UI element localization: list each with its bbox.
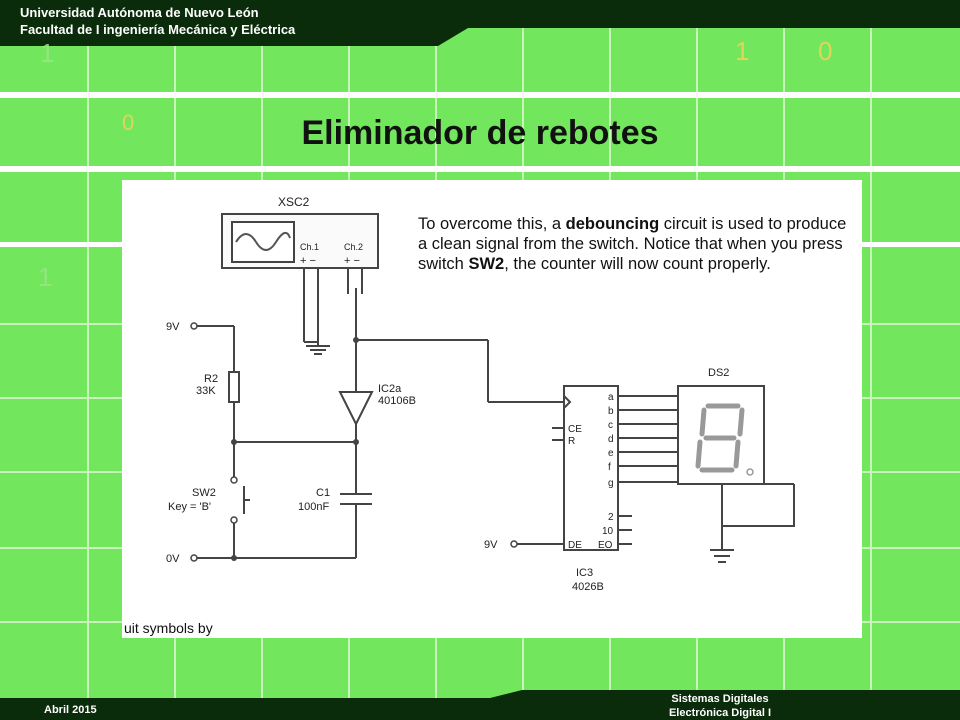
footer-course: Sistemas Digitales Electrónica Digital I <box>600 692 840 720</box>
label-c1: C1 <box>316 487 330 499</box>
label-ch2: Ch.2 <box>344 242 363 252</box>
label-ch1: Ch.1 <box>300 242 319 252</box>
note-part: circuit is used to produce a clean signa… <box>418 215 847 273</box>
label-plusminus: + − <box>344 255 360 267</box>
pin-label: d <box>608 434 614 445</box>
cutoff-caption: uit symbols by <box>124 620 213 636</box>
label-ic2a: IC2a <box>378 383 402 395</box>
label-sw2-key: Key = 'B' <box>168 501 211 513</box>
pin-label: b <box>608 406 614 417</box>
label-r2: R2 <box>204 373 218 385</box>
label-ds2: DS2 <box>708 367 729 379</box>
oscilloscope-screen <box>231 221 295 263</box>
note-bold: debouncing <box>565 215 660 233</box>
pin-label: f <box>608 462 611 473</box>
pin-label: 10 <box>602 526 614 537</box>
pin-label: c <box>608 420 613 431</box>
pin-label: g <box>608 478 614 489</box>
pin-label: EO <box>598 540 613 551</box>
label-ce: CE <box>568 424 582 435</box>
label-9v-b: 9V <box>484 539 498 551</box>
university-name: Universidad Autónoma de Nuevo León <box>20 5 259 20</box>
header-text: Universidad Autónoma de Nuevo León Facul… <box>20 4 295 38</box>
course-name: Sistemas Digitales <box>671 693 769 705</box>
label-ic3: IC3 <box>576 567 593 579</box>
footer-bar <box>0 690 960 720</box>
schmitt-inverter <box>338 391 374 427</box>
label-xsc: XSC2 <box>278 195 310 209</box>
bg-digit: 1 <box>735 36 750 66</box>
label-ic2a-part: 40106B <box>378 395 416 407</box>
note-part: , the counter will now count properly. <box>504 255 771 273</box>
header-bar <box>0 0 960 46</box>
bg-digit: 0 <box>818 36 833 66</box>
label-c1-value: 100nF <box>298 501 329 513</box>
label-r: R <box>568 436 575 447</box>
course-subname: Electrónica Digital I <box>668 707 772 719</box>
resistor-r2 <box>228 371 240 403</box>
label-sw2: SW2 <box>192 487 216 499</box>
label-0v: 0V <box>166 553 180 565</box>
label-de: DE <box>568 540 582 551</box>
pin-label: a <box>608 392 614 403</box>
footer-date: Abril 2015 <box>44 704 97 716</box>
faculty-name: Facultad de I ingeniería Mecánica y Eléc… <box>20 22 296 37</box>
label-r2-value: 33K <box>196 385 216 397</box>
counter-ic <box>563 385 619 551</box>
pin-label: e <box>608 448 614 459</box>
label-ic3-part: 4026B <box>572 581 604 593</box>
slide-title: Eliminador de rebotes <box>301 114 659 152</box>
note-part: To overcome this, a <box>418 215 566 233</box>
bg-digit: 1 <box>40 38 55 68</box>
bg-digit: 1 <box>38 262 53 292</box>
pin-label: 2 <box>608 512 614 523</box>
circuit-schematic: XSC2 Ch.1 Ch.2 + − + − 9V 0V R2 33K IC2a… <box>166 195 795 593</box>
circuit-figure: To overcome this, a debouncing circuit i… <box>122 180 862 638</box>
label-9v: 9V <box>166 321 180 333</box>
bg-digit: 0 <box>122 110 135 135</box>
figure-note: To overcome this, a debouncing circuit i… <box>418 214 848 274</box>
label-plusminus: + − <box>300 255 316 267</box>
note-bold: SW2 <box>468 255 505 273</box>
